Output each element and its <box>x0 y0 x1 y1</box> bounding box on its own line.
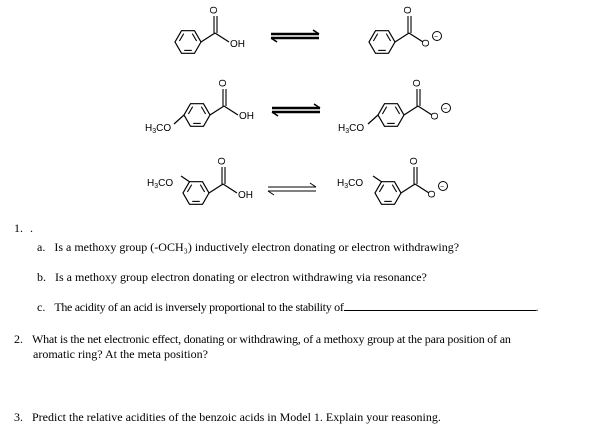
benzoate-anion: O O − <box>368 6 442 54</box>
hydroxyl-label: OH <box>239 111 254 122</box>
anion-oxygen-label: O <box>421 39 432 47</box>
model-1-equilibria-scheme: O OH O O − H3CO O OH H3CO O O − H3CO O O… <box>145 6 451 205</box>
question-1c: c. The acidity of an acid is inversely p… <box>37 300 539 315</box>
negative-charge-icon <box>441 103 451 113</box>
m-methoxybenzoate-anion: H3CO O O − <box>337 157 448 205</box>
equilibrium-arrow-2 <box>270 102 322 118</box>
equilibrium-arrow-1 <box>269 28 321 44</box>
p-methoxybenzoate-anion: H3CO O O − <box>338 79 451 135</box>
question-1a-label: a. <box>37 240 46 254</box>
m-methoxybenzoic-acid: H3CO O OH <box>147 157 253 205</box>
negative-charge-icon <box>432 31 442 41</box>
carbonyl-oxygen-label: O <box>403 6 414 14</box>
carbonyl-oxygen-label: O <box>209 6 220 14</box>
question-1c-end: . <box>535 300 539 314</box>
question-1-dot: . <box>30 221 33 235</box>
hydroxyl-label: OH <box>230 39 245 50</box>
answer-blank-line[interactable] <box>343 300 536 311</box>
question-1b-label: b. <box>37 270 46 284</box>
question-1a-text: Is a methoxy group (-OCH₃) inductively e… <box>54 240 460 254</box>
methoxy-label: H3CO <box>147 178 173 190</box>
question-1c-label: c. <box>37 300 46 314</box>
carbonyl-oxygen-label: O <box>412 79 423 87</box>
charge-sign: − <box>440 184 444 191</box>
question-3: 3. Predict the relative acidities of the… <box>14 410 441 425</box>
question-1b-text: Is a methoxy group electron donating or … <box>55 270 427 284</box>
hydroxyl-label: OH <box>238 190 253 201</box>
anion-oxygen-label: O <box>430 112 441 120</box>
question-1b: b. Is a methoxy group electron donating … <box>37 270 427 285</box>
charge-sign: − <box>434 34 438 41</box>
question-2-number: 2. <box>14 332 23 346</box>
question-3-number: 3. <box>14 410 23 424</box>
question-2: 2. What is the net electronic effect, do… <box>14 332 511 347</box>
p-methoxybenzoic-acid: H3CO O OH <box>145 79 254 135</box>
negative-charge-icon <box>438 181 448 191</box>
methoxy-label: H3CO <box>337 178 363 190</box>
question-2-line-1: What is the net electronic effect, donat… <box>32 332 511 346</box>
carbonyl-oxygen-label: O <box>409 157 420 165</box>
question-2-continued: aromatic ring? At the meta position? <box>33 347 208 362</box>
benzoic-acid: O OH <box>174 6 245 54</box>
question-1c-text: The acidity of an acid is inversely prop… <box>54 300 344 314</box>
carbonyl-oxygen-label: O <box>218 79 229 87</box>
equilibrium-arrow-3 <box>267 182 317 196</box>
question-1a: a. Is a methoxy group (-OCH₃) inductivel… <box>37 240 459 255</box>
methoxy-label: H3CO <box>338 123 364 135</box>
question-3-text: Predict the relative acidities of the be… <box>32 410 441 424</box>
anion-oxygen-label: O <box>427 190 438 198</box>
carbonyl-oxygen-label: O <box>217 157 228 165</box>
methoxy-label: H3CO <box>145 123 171 135</box>
charge-sign: − <box>443 106 447 113</box>
question-1: 1. . <box>14 221 33 236</box>
question-1-number: 1. <box>14 221 23 235</box>
question-2-line-2: aromatic ring? At the meta position? <box>33 347 208 361</box>
